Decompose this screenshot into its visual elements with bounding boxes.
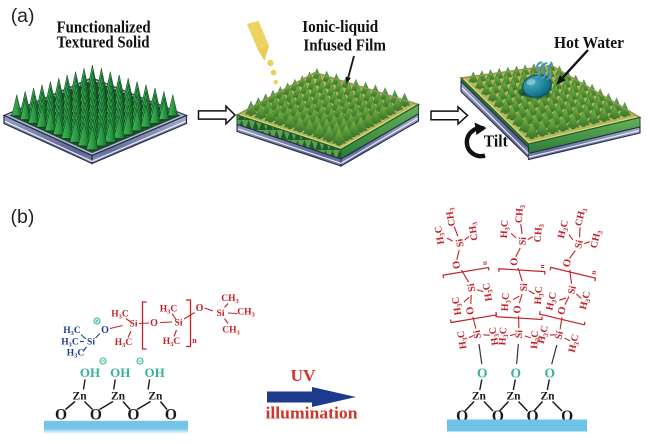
svg-text:H3C: H3C bbox=[115, 338, 133, 349]
svg-text:O: O bbox=[511, 366, 522, 381]
svg-text:CH3: CH3 bbox=[237, 308, 255, 319]
svg-text:Ionic-liquid: Ionic-liquid bbox=[302, 17, 378, 36]
svg-text:H3C: H3C bbox=[450, 296, 465, 316]
svg-text:CH3: CH3 bbox=[221, 294, 239, 305]
svg-text:Si: Si bbox=[454, 238, 466, 248]
svg-text:O: O bbox=[512, 305, 523, 314]
svg-text:H3C: H3C bbox=[63, 326, 81, 337]
svg-text:H3C: H3C bbox=[500, 292, 513, 311]
svg-text:OH: OH bbox=[144, 365, 164, 380]
svg-text:H3C: H3C bbox=[111, 310, 129, 321]
svg-text:OH: OH bbox=[80, 365, 100, 380]
svg-text:(b): (b) bbox=[11, 206, 35, 228]
svg-text:O: O bbox=[465, 306, 477, 316]
svg-text:H3C: H3C bbox=[497, 327, 510, 346]
svg-text:O: O bbox=[55, 407, 67, 424]
svg-text:H3C: H3C bbox=[456, 330, 471, 350]
svg-text:H3C: H3C bbox=[481, 282, 496, 302]
svg-text:Infused Film: Infused Film bbox=[303, 36, 386, 55]
svg-text:H3C: H3C bbox=[487, 326, 502, 346]
svg-text:UV: UV bbox=[291, 366, 316, 385]
svg-text:Si: Si bbox=[87, 338, 95, 348]
svg-text:CH3: CH3 bbox=[514, 204, 527, 224]
svg-text:H3C: H3C bbox=[67, 349, 85, 360]
svg-text:(a): (a) bbox=[11, 5, 35, 27]
svg-text:Zn: Zn bbox=[540, 391, 555, 403]
svg-text:O: O bbox=[90, 407, 102, 424]
svg-text:Si: Si bbox=[573, 239, 586, 250]
svg-text:H3C: H3C bbox=[529, 330, 542, 349]
svg-text:Zn: Zn bbox=[472, 391, 487, 403]
svg-text:Textured Solid: Textured Solid bbox=[57, 33, 150, 52]
svg-text:Si: Si bbox=[566, 285, 579, 296]
svg-text:H3C: H3C bbox=[160, 305, 178, 316]
svg-text:illumination: illumination bbox=[266, 404, 358, 423]
svg-text:n: n bbox=[480, 260, 489, 265]
svg-text:O: O bbox=[451, 260, 463, 270]
svg-text:O: O bbox=[101, 325, 109, 336]
svg-text:Zn: Zn bbox=[73, 391, 88, 403]
svg-text:Si: Si bbox=[466, 282, 478, 292]
svg-text:Si: Si bbox=[553, 330, 566, 341]
svg-text:Si: Si bbox=[175, 319, 183, 329]
svg-text:O: O bbox=[196, 303, 204, 314]
svg-text:n: n bbox=[192, 336, 197, 345]
svg-text:O: O bbox=[509, 257, 520, 266]
svg-text:O: O bbox=[127, 407, 139, 424]
svg-text:Si: Si bbox=[472, 329, 484, 339]
svg-text:O: O bbox=[561, 258, 574, 269]
svg-text:Functionalized: Functionalized bbox=[57, 17, 151, 36]
svg-text:Si: Si bbox=[217, 309, 225, 319]
svg-text:H3C: H3C bbox=[61, 338, 79, 349]
svg-text:H3C: H3C bbox=[533, 286, 546, 305]
svg-text:OH: OH bbox=[110, 365, 130, 380]
svg-text:CH3: CH3 bbox=[222, 326, 240, 337]
svg-text:O: O bbox=[556, 306, 569, 317]
svg-text:O: O bbox=[165, 407, 177, 424]
svg-text:CH3: CH3 bbox=[533, 223, 546, 243]
svg-text:O: O bbox=[150, 318, 158, 329]
svg-text:O: O bbox=[545, 366, 556, 381]
svg-text:Si: Si bbox=[514, 329, 526, 338]
svg-text:Zn: Zn bbox=[148, 391, 163, 403]
svg-text:Si: Si bbox=[130, 320, 138, 330]
svg-text:n: n bbox=[538, 264, 546, 268]
svg-text:Si: Si bbox=[517, 236, 529, 245]
svg-text:Zn: Zn bbox=[506, 391, 521, 403]
svg-text:Hot Water: Hot Water bbox=[554, 33, 624, 52]
svg-text:Tilt: Tilt bbox=[484, 131, 508, 150]
svg-text:n: n bbox=[589, 270, 598, 276]
svg-text:Zn: Zn bbox=[111, 391, 126, 403]
svg-text:H3C: H3C bbox=[433, 225, 448, 245]
svg-text:H3C: H3C bbox=[163, 337, 181, 348]
svg-text:O: O bbox=[477, 366, 488, 381]
svg-text:Si: Si bbox=[519, 283, 531, 292]
svg-text:H3C: H3C bbox=[499, 220, 512, 239]
